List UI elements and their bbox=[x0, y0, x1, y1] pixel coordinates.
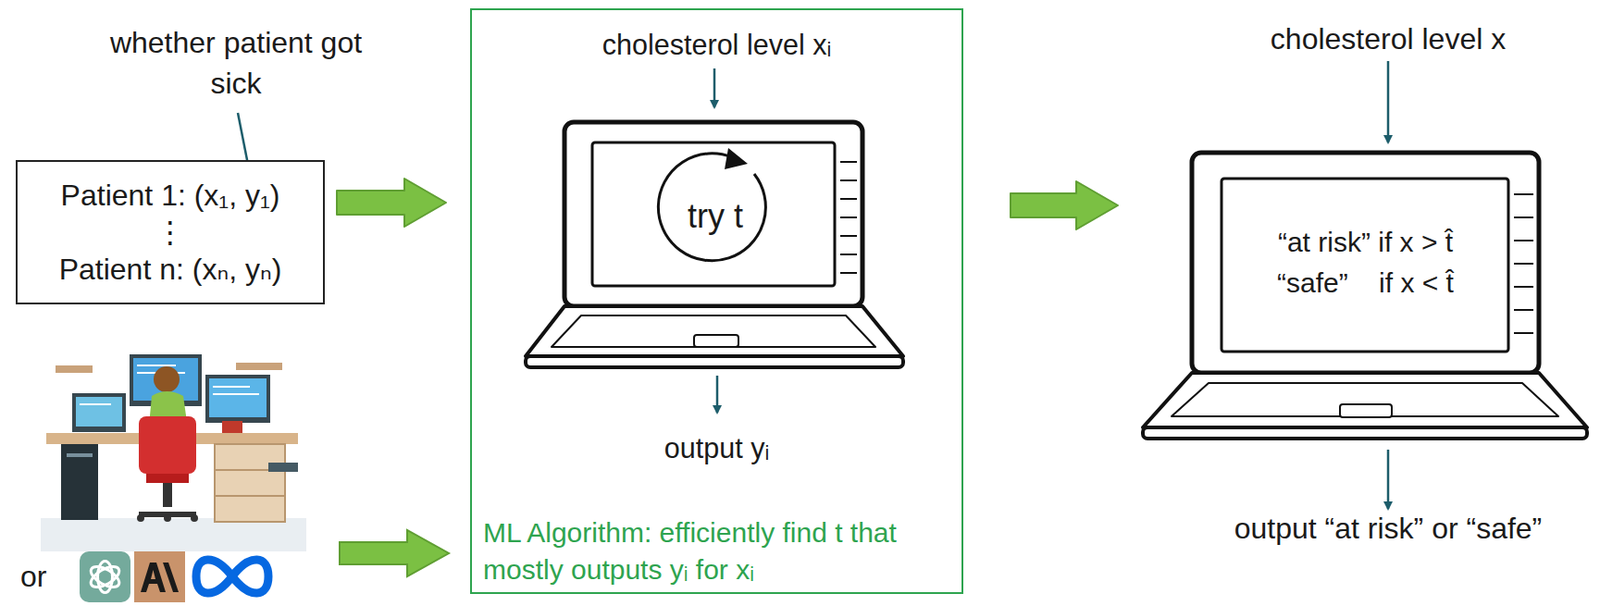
anthropic-logo-part bbox=[134, 551, 186, 603]
developer-illustration-part bbox=[222, 421, 243, 434]
developer-illustration-part bbox=[136, 514, 145, 522]
developer-illustration-part bbox=[162, 483, 173, 508]
laptop-drawing-part bbox=[1339, 404, 1392, 418]
laptop-drawing-part bbox=[525, 356, 904, 368]
laptop-drawing-part bbox=[1513, 239, 1534, 242]
anthropic-logo-part bbox=[162, 562, 179, 593]
leader-arrow-part bbox=[713, 68, 717, 108]
chatgpt-logo-part bbox=[87, 562, 123, 592]
node-text: “at risk” if x > t̂ bbox=[1277, 222, 1453, 263]
laptop-drawing-part bbox=[1513, 309, 1534, 311]
block-arrow bbox=[336, 178, 447, 227]
developer-illustration-part bbox=[40, 518, 307, 552]
laptop-drawing-part bbox=[840, 198, 857, 200]
laptop-drawing-part bbox=[840, 161, 857, 163]
laptop-drawing-part bbox=[840, 272, 857, 274]
laptop-drawing-part bbox=[551, 315, 876, 348]
developer-illustration-part bbox=[163, 514, 172, 522]
laptop-screen: try t bbox=[566, 124, 865, 309]
cycle-arrow-part bbox=[724, 148, 748, 170]
developer-illustration-part bbox=[146, 473, 189, 484]
laptop-drawing-part bbox=[840, 179, 857, 182]
laptop-drawing-part bbox=[1513, 332, 1534, 335]
node-text: ML Algorithm: efficiently find t that mo… bbox=[483, 514, 960, 589]
block-arrow bbox=[339, 530, 449, 577]
developer-illustration-part bbox=[61, 444, 99, 521]
leader-arrow-part bbox=[1387, 61, 1390, 143]
developer-illustration-part bbox=[212, 385, 250, 388]
chatgpt-logo bbox=[79, 551, 131, 603]
developer-illustration-part bbox=[79, 403, 112, 406]
laptop-drawing-part bbox=[1513, 216, 1534, 219]
anthropic-logo bbox=[134, 551, 186, 603]
annotation-label: output “at risk” or “safe” bbox=[1234, 508, 1543, 549]
laptop-drawing-part bbox=[1221, 178, 1509, 352]
developer-illustration-part bbox=[268, 462, 298, 472]
laptop-drawing-part bbox=[1171, 383, 1559, 417]
laptop-drawing-part bbox=[1513, 285, 1534, 288]
chatgpt-logo-part bbox=[87, 561, 123, 594]
annotation-label: cholesterol level x bbox=[1270, 18, 1506, 60]
cycle-arrow-part bbox=[657, 153, 766, 261]
cycle-arrow bbox=[657, 148, 766, 261]
chatgpt-logo-part bbox=[79, 551, 131, 603]
laptop-drawing-part bbox=[1513, 193, 1534, 196]
laptop-drawing-part bbox=[840, 253, 857, 256]
developer-illustration-part bbox=[66, 453, 93, 458]
laptop-drawing bbox=[1142, 152, 1588, 439]
developer-illustration bbox=[40, 354, 307, 552]
laptop-drawing-part bbox=[1191, 152, 1539, 373]
meta-logo bbox=[196, 559, 269, 594]
laptop-drawing-part bbox=[840, 216, 857, 219]
laptop-drawing-part bbox=[564, 122, 863, 307]
laptop-drawing-part bbox=[694, 334, 739, 348]
annotation-label: or bbox=[20, 556, 47, 597]
developer-illustration-part bbox=[138, 416, 197, 474]
block-arrow-part bbox=[339, 530, 449, 577]
laptop-drawing-part bbox=[525, 306, 904, 357]
data-box: Patient 1: (x₁, y₁)⋮Patient n: (xₙ, yₙ) bbox=[15, 160, 325, 305]
developer-illustration-part bbox=[72, 393, 126, 433]
laptop-screen: “at risk” if x > t̂“safe” if x < t̂ bbox=[1191, 152, 1539, 373]
developer-illustration-part bbox=[214, 495, 286, 497]
leader-arrow-part bbox=[716, 375, 720, 413]
node-text: ⋮ bbox=[155, 213, 186, 251]
node-text: Patient n: (xₙ, yₙ) bbox=[59, 250, 283, 288]
developer-illustration-part bbox=[136, 364, 176, 367]
developer-illustration-part bbox=[75, 396, 123, 427]
leader-arrow-part bbox=[1387, 449, 1390, 509]
developer-illustration-part bbox=[214, 444, 286, 522]
laptop-drawing bbox=[525, 122, 904, 368]
node-text: try t bbox=[687, 196, 744, 237]
chatgpt-logo-part bbox=[87, 562, 123, 592]
laptop-drawing-part bbox=[1513, 262, 1534, 265]
laptop-drawing-part bbox=[1142, 427, 1588, 439]
laptop-drawing-part bbox=[1513, 194, 1534, 334]
developer-illustration-part bbox=[235, 362, 283, 371]
node-text: Patient 1: (x₁, y₁) bbox=[61, 176, 281, 214]
laptop-drawing-part bbox=[840, 161, 857, 273]
developer-illustration-part bbox=[205, 374, 271, 423]
meta-logo-part bbox=[196, 559, 269, 594]
anthropic-logo-part bbox=[140, 562, 166, 593]
developer-illustration-part bbox=[55, 365, 93, 373]
node-text: cholesterol level xᵢ bbox=[471, 28, 962, 62]
developer-illustration-part bbox=[209, 378, 267, 418]
laptop-drawing-part bbox=[840, 235, 857, 237]
block-arrow bbox=[1010, 181, 1118, 230]
laptop-drawing-part bbox=[1142, 372, 1588, 428]
developer-illustration-part bbox=[153, 366, 180, 393]
algorithm-frame: cholesterol level xᵢ output yᵢ ML Algorith… bbox=[470, 8, 964, 595]
node-text: “safe” if x < t̂ bbox=[1277, 262, 1454, 304]
laptop-drawing-part bbox=[592, 142, 835, 286]
node-text: output yᵢ bbox=[471, 432, 962, 465]
developer-illustration-part bbox=[190, 514, 199, 522]
developer-illustration-part bbox=[212, 393, 260, 396]
annotation-label: whether patient got sick bbox=[106, 22, 366, 104]
